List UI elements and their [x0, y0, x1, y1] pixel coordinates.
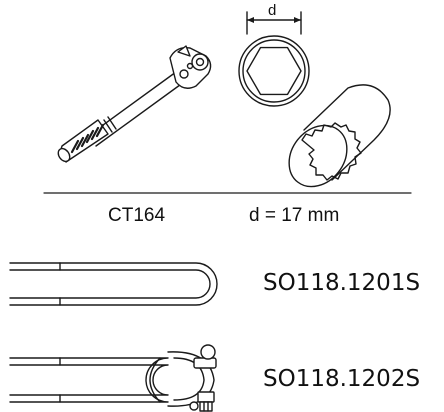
part-code-2: SO118.1202S	[263, 366, 421, 392]
ratchet-code-label: CT164	[108, 205, 166, 226]
socket-end-view-icon	[238, 11, 310, 107]
socket-side-view-icon	[288, 84, 391, 188]
ratchet-wrench-icon	[57, 45, 212, 163]
u-loop-tool-icon	[9, 262, 218, 306]
part-code-1: SO118.1201S	[263, 270, 421, 296]
socket-size-label: d = 17 mm	[249, 205, 340, 226]
shackle-tool-icon	[9, 344, 217, 412]
dimension-label: d	[268, 2, 277, 19]
